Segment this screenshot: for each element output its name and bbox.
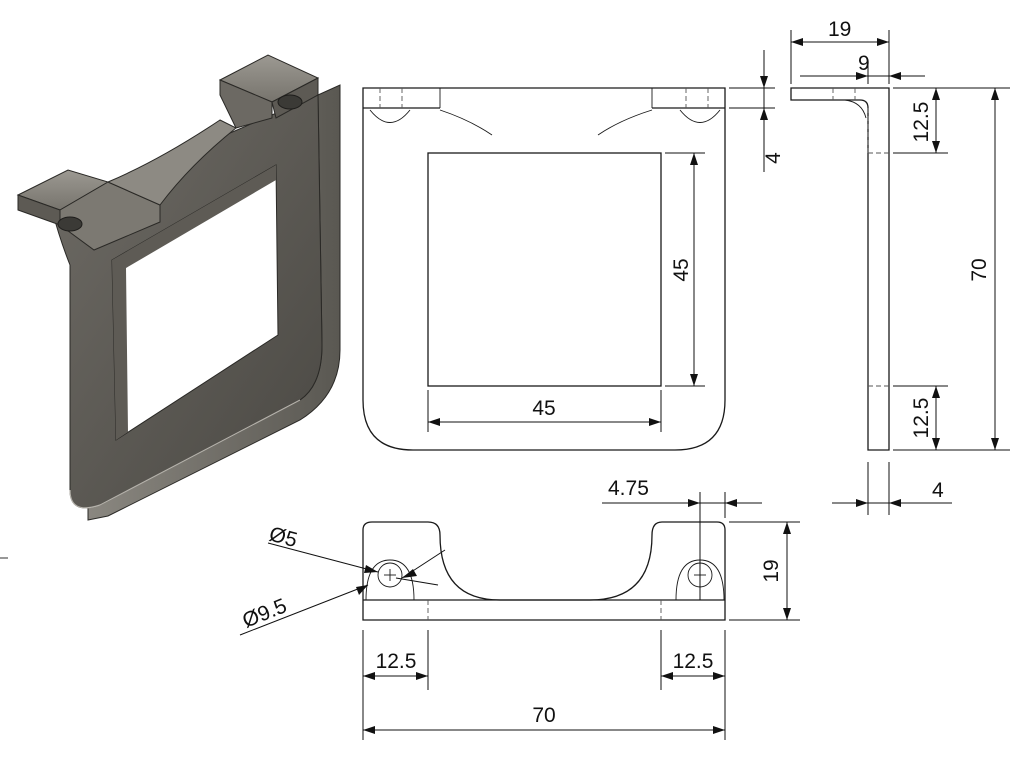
dim-hole-diameter: Ø5 [267, 523, 300, 552]
dim-side-thickness-top: 9 [858, 52, 870, 75]
dim-top-right-hole: 12.5 [673, 650, 714, 673]
dim-top-left-hole: 12.5 [376, 650, 417, 673]
dim-side-top-segment: 12.5 [910, 102, 933, 143]
front-view [362, 87, 726, 451]
top-view [362, 521, 726, 621]
dim-front-flange: 4 [762, 152, 785, 164]
dim-hole-offset: 4.75 [608, 477, 649, 500]
dim-top-total-width: 70 [532, 704, 555, 727]
isometric-view [16, 54, 341, 521]
dim-side-height: 70 [968, 258, 991, 281]
dim-side-bottom-segment: 12.5 [910, 398, 933, 439]
dim-side-total-width: 19 [828, 18, 851, 41]
side-view [790, 87, 890, 451]
dim-side-wall: 4 [932, 479, 944, 502]
dim-top-depth: 19 [760, 559, 783, 582]
dim-counterbore-diameter: Ø9.5 [239, 594, 290, 632]
dim-window-width: 45 [532, 397, 555, 420]
dimension-lines [0, 30, 1010, 740]
dim-window-height: 45 [670, 258, 693, 281]
